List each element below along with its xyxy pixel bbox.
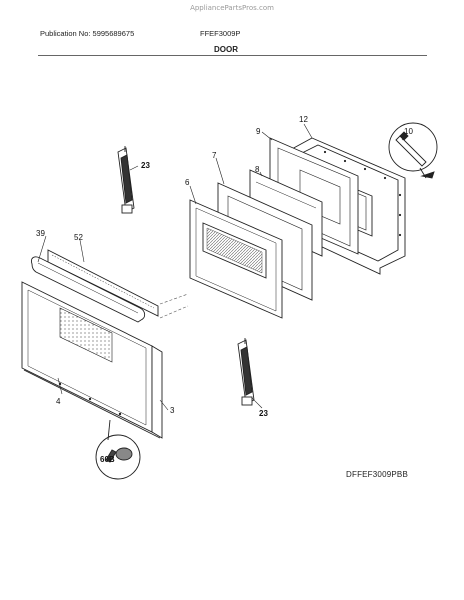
leader-lines bbox=[37, 123, 407, 411]
callout-7: 7 bbox=[212, 151, 217, 160]
outer-door-part bbox=[21, 281, 163, 439]
door-panel-part bbox=[189, 199, 283, 319]
callout-6: 6 bbox=[185, 178, 190, 187]
site-watermark: AppliancePartsPros.com bbox=[190, 4, 274, 12]
screw-inset-60b-part bbox=[95, 419, 141, 480]
door-handle-part bbox=[31, 256, 146, 323]
callout-52: 52 bbox=[74, 233, 83, 242]
callout-23-upper: 23 bbox=[141, 161, 150, 170]
model-number: FFEF3009P bbox=[200, 29, 241, 38]
callout-8: 8 bbox=[255, 165, 260, 174]
hinge-lower-part bbox=[237, 338, 255, 406]
screw-inset-part bbox=[388, 122, 438, 179]
publication-number: Publication No: 5995689675 bbox=[40, 29, 135, 38]
section-title: DOOR bbox=[214, 45, 238, 54]
callout-3: 3 bbox=[170, 406, 175, 415]
hinge-upper-part bbox=[117, 146, 135, 214]
callout-60b: 60B bbox=[100, 455, 115, 464]
diagram-id: DFFEF3009PBB bbox=[346, 470, 408, 479]
callout-23-lower: 23 bbox=[259, 409, 268, 418]
header-divider bbox=[38, 55, 427, 56]
door-top-trim-part bbox=[47, 249, 159, 317]
callout-39: 39 bbox=[36, 229, 45, 238]
callout-10: 10 bbox=[404, 127, 413, 136]
callout-12: 12 bbox=[299, 115, 308, 124]
callout-4: 4 bbox=[56, 397, 61, 406]
callout-9: 9 bbox=[256, 127, 261, 136]
